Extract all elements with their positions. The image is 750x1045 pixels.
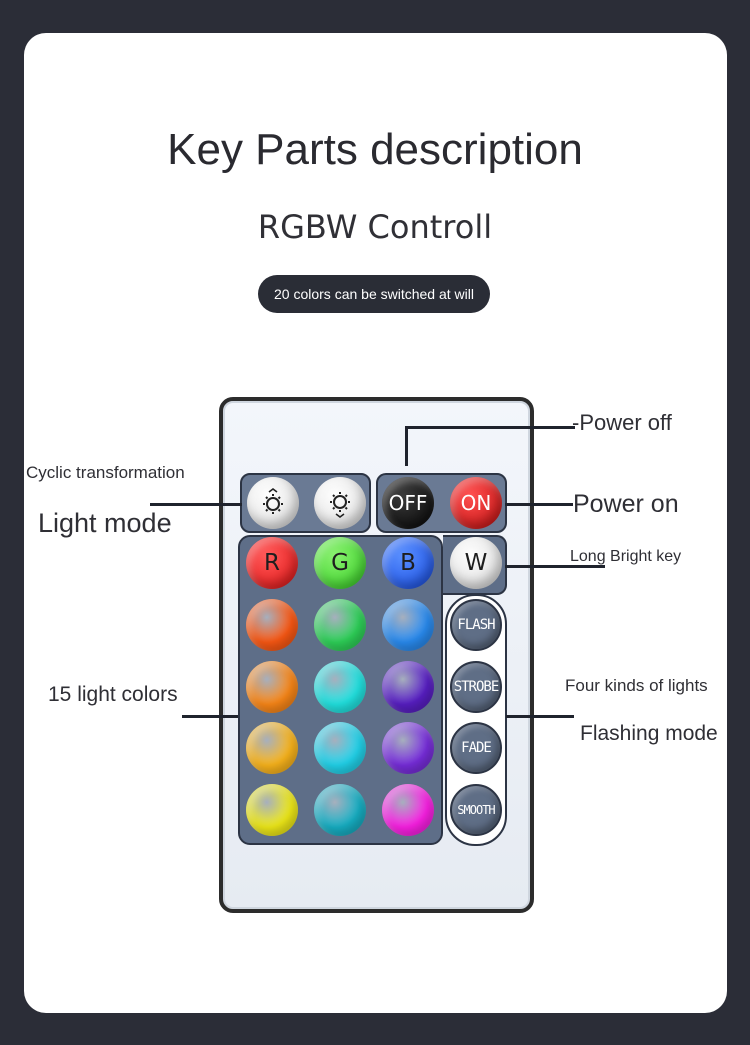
brightness-down-button[interactable] — [314, 477, 366, 529]
info-pill: 20 colors can be switched at will — [258, 275, 490, 313]
color-button-8[interactable] — [314, 722, 366, 774]
color-button-9[interactable] — [382, 722, 434, 774]
strobe-button[interactable]: STROBE — [450, 661, 502, 713]
flashing-mode-label: Flashing mode — [580, 722, 718, 745]
fade-button-label: FADE — [461, 740, 492, 756]
fade-button[interactable]: FADE — [450, 722, 502, 774]
white-button-label: W — [464, 550, 488, 576]
fifteen-colors-label: 15 light colors — [48, 683, 178, 706]
color-button-1[interactable] — [246, 599, 298, 651]
power-off-line-v — [405, 426, 408, 466]
color-button-3[interactable] — [382, 599, 434, 651]
cyclic-label: Cyclic transformation — [26, 463, 185, 482]
color-button-11[interactable] — [314, 784, 366, 836]
color-button-7[interactable] — [246, 722, 298, 774]
long-bright-line — [505, 565, 605, 568]
power-off-line-h — [405, 426, 575, 429]
blue-button-label: B — [400, 550, 416, 576]
power-off-label: -Power off — [572, 410, 672, 435]
brightness-up-button[interactable] — [247, 477, 299, 529]
green-button-label: G — [331, 550, 349, 576]
on-button-label: ON — [460, 491, 492, 515]
page-title: Key Parts description — [167, 125, 583, 174]
power-on-label: Power on — [573, 490, 679, 518]
page-subtitle: RGBW Controll — [257, 208, 493, 246]
power-on-line — [505, 503, 573, 506]
red-button[interactable]: R — [246, 537, 298, 589]
color-button-12[interactable] — [382, 784, 434, 836]
color-button-10[interactable] — [246, 784, 298, 836]
green-button[interactable]: G — [314, 537, 366, 589]
off-button[interactable]: OFF — [382, 477, 434, 529]
on-button[interactable]: ON — [450, 477, 502, 529]
color-button-6[interactable] — [382, 661, 434, 713]
smooth-button-label: SMOOTH — [457, 803, 495, 817]
color-button-4[interactable] — [246, 661, 298, 713]
color-button-2[interactable] — [314, 599, 366, 651]
off-button-label: OFF — [388, 491, 428, 515]
light-mode-label: Light mode — [38, 508, 172, 538]
blue-button[interactable]: B — [382, 537, 434, 589]
smooth-button[interactable]: SMOOTH — [450, 784, 502, 836]
flash-button-label: FLASH — [457, 617, 495, 633]
four-kinds-label: Four kinds of lights — [565, 676, 708, 695]
white-button[interactable]: W — [450, 537, 502, 589]
red-button-label: R — [264, 550, 280, 576]
flashing-mode-line — [506, 715, 574, 718]
strobe-button-label: STROBE — [453, 679, 500, 695]
sun-up-icon — [263, 488, 283, 514]
sun-down-icon — [330, 492, 350, 518]
fifteen-colors-line — [182, 715, 238, 718]
light-mode-line — [150, 503, 242, 506]
color-button-5[interactable] — [314, 661, 366, 713]
flash-button[interactable]: FLASH — [450, 599, 502, 651]
long-bright-label: Long Bright key — [570, 548, 682, 565]
